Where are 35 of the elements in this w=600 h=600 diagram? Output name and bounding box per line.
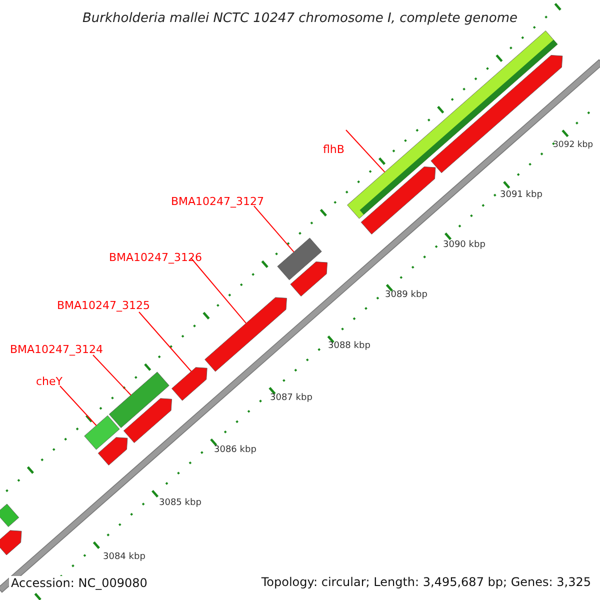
scale-label: 3092 kbp — [553, 141, 594, 150]
gene-label: BMA10247_3127 — [171, 196, 264, 207]
scale-label: 3087 kbp — [270, 394, 312, 403]
gene-feature — [172, 367, 208, 401]
gene-feature — [0, 530, 22, 556]
gene-label: BMA10247_3124 — [10, 344, 104, 355]
gene-label: cheY — [36, 376, 63, 387]
leader-line — [60, 386, 97, 426]
gene-feature — [98, 437, 128, 466]
leader-line — [92, 354, 132, 396]
gene-bar — [84, 415, 120, 450]
gene-label: flhB — [323, 144, 344, 155]
accession-text: Accession: NC_009080 — [9, 576, 150, 590]
gene-bar — [108, 372, 170, 428]
scale-label: 3091 kbp — [500, 191, 542, 200]
scale-label: 3084 kbp — [103, 553, 146, 562]
gene-feature — [204, 297, 287, 372]
gene-bar — [0, 504, 20, 527]
genome-stats-text: Topology: circular; Length: 3,495,687 bp; Genes: 3,325 — [261, 576, 591, 588]
gene-bar — [277, 238, 322, 280]
gene-feature — [360, 166, 436, 234]
scale-label: 3088 kbp — [328, 342, 370, 351]
leader-line — [254, 206, 294, 252]
gene-label: BMA10247_3125 — [57, 300, 150, 311]
scale-label: 3090 kbp — [443, 241, 486, 250]
title: Burkholderia mallei NCTC 10247 chromosome I, complete genome — [81, 12, 519, 25]
gene-label: BMA10247_3126 — [109, 252, 202, 263]
gene-feature — [123, 398, 172, 443]
scale-label: 3089 kbp — [385, 291, 428, 300]
leader-line — [346, 130, 386, 173]
scale-label: 3086 kbp — [214, 446, 256, 455]
scale-label: 3085 kbp — [159, 499, 202, 508]
leader-line — [190, 258, 247, 324]
gene-feature — [290, 262, 328, 296]
leader-line — [138, 312, 192, 372]
